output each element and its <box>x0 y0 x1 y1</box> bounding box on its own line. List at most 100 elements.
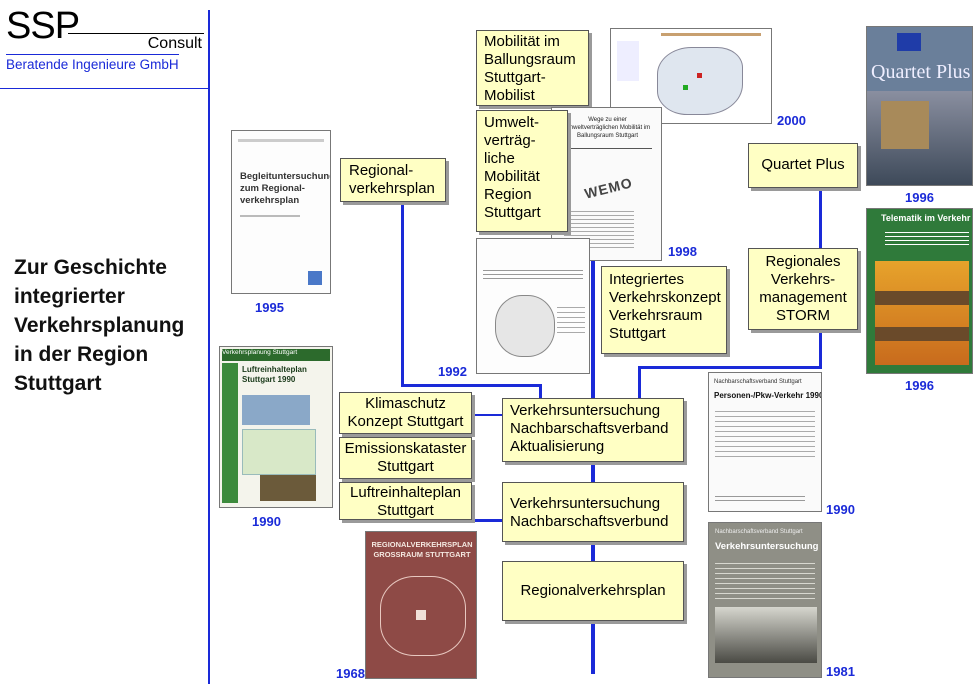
box-text: liche <box>484 150 515 167</box>
box-text: Verkehrs- <box>770 271 836 288</box>
box-text: Mobilität im <box>484 33 560 50</box>
connector-storm-vertical <box>819 330 822 368</box>
cover-1996-quartet-title: Quartet Plus <box>871 61 971 83</box>
logo-brand: SSP <box>6 5 80 47</box>
cover-text: REGIONALVERKEHRSPLAN <box>371 540 473 549</box>
box-text: Umwelt- <box>484 114 539 131</box>
eu-flag-icon <box>897 33 921 51</box>
cover-text: Ballungsraum Stuttgart <box>576 133 639 139</box>
year-1996-top: 1996 <box>905 190 934 205</box>
year-1968: 1968 <box>336 666 365 681</box>
cover-text: Begleituntersuchungen <box>240 171 330 182</box>
cover-1981-header: Nachbarschaftsverband Stuttgart <box>715 529 803 535</box>
year-1996-bottom: 1996 <box>905 378 934 393</box>
year-2000: 2000 <box>777 113 806 128</box>
connector-regional-drop <box>539 384 542 398</box>
connector-regional-horizontal <box>401 384 541 387</box>
connector-storm-drop <box>638 366 641 398</box>
cover-road-stripe <box>875 327 969 341</box>
box-text: Verkehrsraum <box>609 307 703 324</box>
box-text: Nachbarschaftsverbund <box>510 513 669 530</box>
cover-1990-title: Luftreinhalteplan Stuttgart 1990 <box>242 365 322 385</box>
cover-map <box>242 429 316 475</box>
cover-header-text <box>483 267 583 281</box>
map-header-strip <box>661 33 761 36</box>
box-umweltvertraegliche-mobilitaet: Umwelt- verträg- liche Mobilität Region … <box>476 110 568 232</box>
box-luftreinhalteplan: Luftreinhalteplan Stuttgart <box>339 482 472 520</box>
cover-1990-header: Verkehrsplanung Stuttgart <box>222 349 330 361</box>
box-mobilist: Mobilität im Ballungsraum Stuttgart- Mob… <box>476 30 589 106</box>
box-regionalverkehrsplan-early: Regional- verkehrsplan <box>340 158 446 202</box>
cover-map-outline <box>380 576 466 656</box>
title-line: in der Region <box>14 343 149 366</box>
cover-1968-image: REGIONALVERKEHRSPLAN GROSSRAUM STUTTGART <box>365 531 477 679</box>
box-text: management <box>759 289 847 306</box>
box-text: STORM <box>776 307 830 324</box>
box-text: Nachbarschaftsverband <box>510 420 669 437</box>
cover-1998-image: Wege zu einer umweltverträglichen Mobili… <box>551 107 662 261</box>
cover-1998-title: Wege zu einer umweltverträglichen Mobili… <box>556 116 659 140</box>
cover-map <box>495 295 555 357</box>
connector-klima <box>472 414 502 416</box>
map-shape <box>657 47 743 115</box>
box-text: Regional- <box>349 162 414 179</box>
box-storm: Regionales Verkehrs- management STORM <box>748 248 858 330</box>
connector-regional-vertical <box>401 200 404 386</box>
year-1995: 1995 <box>255 300 284 315</box>
box-text: Klimaschutz <box>365 395 446 412</box>
box-text: Verkehrskonzept <box>609 289 721 306</box>
cover-1995-title: Begleituntersuchungen zum Regional- verk… <box>240 171 330 207</box>
page-divider-line <box>208 10 210 684</box>
cover-text-block <box>715 407 815 457</box>
page-title: Zur Geschichte integrierter Verkehrsplan… <box>14 253 208 398</box>
cover-text: verkehrsplan <box>240 195 300 206</box>
year-1990-left: 1990 <box>252 514 281 529</box>
title-line: Verkehrsplanung <box>14 314 185 337</box>
logo-consult: Consult <box>147 35 202 52</box>
box-quartet-plus: Quartet Plus <box>748 143 858 188</box>
company-logo: SSP Consult Beratende Ingenieure GmbH <box>6 6 206 78</box>
year-1981: 1981 <box>826 664 855 679</box>
box-text: Regionalverkehrsplan <box>520 582 666 599</box>
connector-quartet-vertical <box>819 188 822 248</box>
box-integriertes-verkehrskonzept: Integriertes Verkehrskonzept Verkehrsrau… <box>601 266 727 354</box>
cover-text: Stuttgart 1990 <box>242 375 296 384</box>
cover-side-text <box>557 303 585 333</box>
cover-text: Wege zu einer <box>588 117 627 123</box>
box-text: Stuttgart- <box>484 69 546 86</box>
box-text: Region <box>484 186 532 203</box>
cover-1998-stamp: WEMO <box>582 174 635 202</box>
box-text: Quartet Plus <box>761 156 845 173</box>
cover-1996-telematik-image: Telematik im Verkehr <box>866 208 973 374</box>
logo-underline <box>0 88 210 89</box>
box-text: Verkehrsuntersuchung <box>510 402 661 419</box>
cover-1990-personen-title: Personen-/Pkw-Verkehr 1990 <box>714 391 822 400</box>
cover-building-photo <box>881 101 929 149</box>
cover-1990-personen-header: Nachbarschaftsverband Stuttgart <box>714 379 802 385</box>
box-text: verkehrsplan <box>349 180 435 197</box>
cover-1996-telematik-title: Telematik im Verkehr <box>881 213 971 223</box>
cover-photo-building <box>242 395 310 425</box>
cover-1995-image: Begleituntersuchungen zum Regional- verk… <box>231 130 331 294</box>
cover-text: umweltverträglichen Mobilität im <box>564 125 651 131</box>
box-emissionskataster: Emissionskataster Stuttgart <box>339 437 472 479</box>
cover-text-block <box>715 559 815 599</box>
connector-luft <box>403 519 503 522</box>
box-text: Stuttgart <box>609 325 666 342</box>
title-line: integrierter <box>14 285 125 308</box>
box-text: Integriertes <box>609 271 685 288</box>
cover-text: Luftreinhalteplan <box>242 365 307 374</box>
box-text: Aktualisierung <box>510 438 605 455</box>
year-1990-right: 1990 <box>826 502 855 517</box>
box-regionalverkehrsplan: Regionalverkehrsplan <box>502 561 684 621</box>
cover-1990-personen-image: Nachbarschaftsverband Stuttgart Personen… <box>708 372 822 512</box>
cover-sub-line <box>240 215 300 217</box>
cover-1992-image <box>476 238 590 374</box>
box-verkehrsuntersuchung-nachbarschaftsverbund: Verkehrsuntersuchung Nachbarschaftsverbu… <box>502 482 684 542</box>
box-text: Luftreinhalteplan <box>350 484 461 501</box>
year-1992: 1992 <box>438 364 467 379</box>
logo-subtitle: Beratende Ingenieure GmbH <box>6 54 179 72</box>
cover-1996-quartet-image: Quartet Plus <box>866 26 973 186</box>
timeline-main-line <box>591 255 595 674</box>
cover-highway-graphic <box>875 261 969 365</box>
